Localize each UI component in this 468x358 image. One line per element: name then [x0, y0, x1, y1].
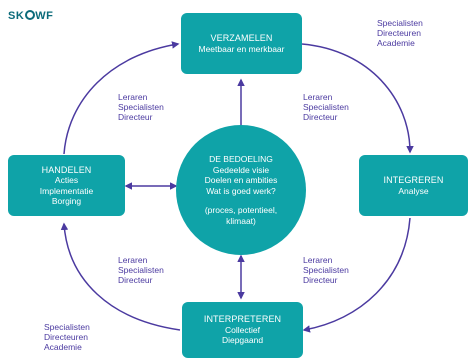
node-center-title: DE BEDOELING — [209, 154, 273, 164]
label-lower-left-1: Leraren — [118, 255, 148, 265]
label-upper-left-3: Directeur — [118, 112, 153, 122]
node-handelen-line-2: Implementatie — [39, 185, 94, 196]
label-bottom-left: Specialisten Directeuren Academie — [44, 322, 90, 352]
label-lower-left-2: Specialisten — [118, 265, 164, 275]
node-interpreteren-line-2: Diepgaand — [221, 335, 264, 346]
label-lower-left-3: Directeur — [118, 275, 153, 285]
node-center-note-1: (proces, potentieel, — [204, 205, 278, 215]
node-center-note-2: klimaat) — [226, 215, 256, 226]
label-upper-right-3: Directeur — [303, 112, 338, 122]
label-upper-right-2: Specialisten — [303, 102, 349, 112]
label-bottom-left-2: Directeuren — [44, 332, 88, 342]
label-lower-right-2: Specialisten — [303, 265, 349, 275]
label-upper-right: Leraren Specialisten Directeur — [303, 92, 349, 122]
label-upper-right-1: Leraren — [303, 92, 333, 102]
label-lower-right: Leraren Specialisten Directeur — [303, 255, 349, 285]
label-upper-left-2: Specialisten — [118, 102, 164, 112]
label-top-right: Specialisten Directeuren Academie — [377, 18, 423, 48]
label-upper-left: Leraren Specialisten Directeur — [118, 92, 164, 122]
node-handelen: HANDELEN Acties Implementatie Borging — [8, 155, 125, 216]
label-lower-left: Leraren Specialisten Directeur — [118, 255, 164, 285]
node-handelen-line-1: Acties — [54, 175, 79, 185]
node-interpreteren-line-1: Collectief — [225, 324, 260, 335]
label-top-right-3: Academie — [377, 38, 415, 48]
node-center: DE BEDOELING Gedeelde visie Doelen en am… — [176, 125, 306, 255]
label-top-right-1: Specialisten — [377, 18, 423, 28]
logo-text-2: WF — [35, 10, 54, 22]
label-bottom-left-1: Specialisten — [44, 322, 90, 332]
node-handelen-line-3: Borging — [51, 196, 82, 206]
label-lower-right-1: Leraren — [303, 255, 333, 265]
arrow-handelen-to-verzamelen — [63, 41, 180, 155]
node-integreren-line-1: Analyse — [398, 185, 429, 196]
label-top-right-2: Directeuren — [377, 28, 421, 38]
logo-o-icon — [24, 10, 35, 20]
node-verzamelen-line-1: Meetbaar en merkbaar — [198, 43, 285, 54]
node-interpreteren: INTERPRETEREN Collectief Diepgaand — [182, 302, 303, 358]
skowf-logo: SK WF — [8, 10, 53, 22]
arrow-interpreteren-to-handelen — [60, 222, 181, 331]
node-center-line-3: Wat is goed werk? — [206, 185, 276, 196]
node-center-line-2: Doelen en ambities — [204, 175, 278, 185]
label-upper-left-1: Leraren — [118, 92, 148, 102]
arrow-verzamelen-to-integreren — [301, 43, 414, 154]
node-verzamelen-title: VERZAMELEN — [210, 33, 273, 43]
node-interpreteren-title: INTERPRETEREN — [203, 314, 282, 325]
node-center-line-1: Gedeelde visie — [212, 164, 270, 175]
node-verzamelen: VERZAMELEN Meetbaar en merkbaar — [181, 13, 302, 74]
logo-text-1: SK — [8, 10, 25, 22]
node-integreren-title: INTEGREREN — [383, 175, 444, 185]
label-bottom-left-3: Academie — [44, 342, 82, 352]
arrow-integreren-to-interpreteren — [302, 217, 411, 333]
node-handelen-title: HANDELEN — [41, 164, 92, 175]
label-lower-right-3: Directeur — [303, 275, 338, 285]
node-integreren: INTEGREREN Analyse — [359, 155, 468, 216]
